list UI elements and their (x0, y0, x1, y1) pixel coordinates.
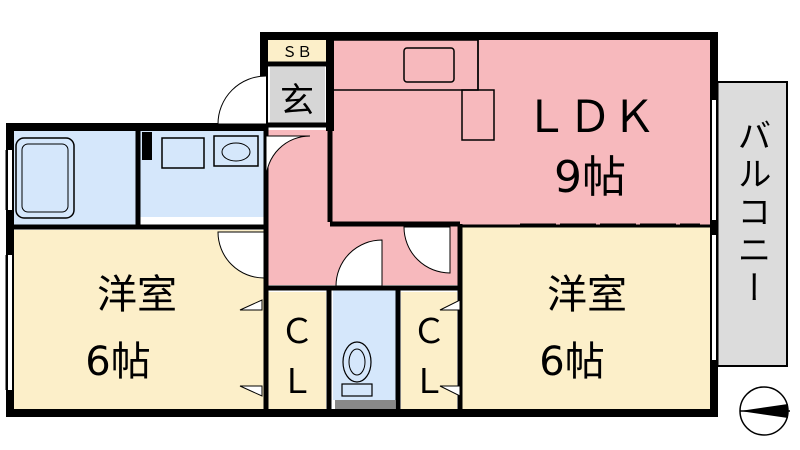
north-arrow-icon (739, 386, 790, 436)
closet-left-l: Ｌ (280, 362, 314, 402)
ldk-size: 9帖 (554, 152, 626, 203)
shoebox-label: ＳＢ (282, 43, 312, 61)
closet-right-area (401, 292, 457, 412)
western-room-left-area (10, 230, 264, 413)
door-swing-western-right (403, 226, 451, 274)
interior-walls (10, 61, 714, 413)
toilet-icon (341, 341, 373, 397)
closet-right-l: Ｌ (412, 362, 446, 402)
entrance-door (217, 75, 267, 125)
closet-left-area (268, 292, 326, 412)
western-right-name: 洋室 (547, 272, 627, 318)
genkan-area (270, 67, 325, 123)
washing-machine-icon (161, 137, 205, 169)
bathroom-area (10, 130, 136, 227)
bathtub-icon (15, 137, 75, 219)
western-left-size: 6帖 (85, 339, 150, 385)
door-swing-toilet (335, 239, 383, 287)
closet-left-c: Ｃ (280, 312, 314, 352)
shoebox-area (268, 36, 326, 64)
door-swing-western-left (217, 231, 265, 279)
balcony-label: バルコニー (731, 118, 771, 308)
western-left-name: 洋室 (97, 272, 177, 318)
western-room-right-area (460, 227, 714, 413)
balcony-area (714, 81, 788, 367)
door-swing-corridor (265, 135, 311, 181)
western-right-size: 6帖 (539, 339, 604, 385)
kitchen-sink-icon (403, 47, 455, 83)
ldk-name: ＬＤＫ (524, 92, 656, 143)
closet-right-c: Ｃ (412, 312, 446, 352)
washbasin-icon (213, 135, 259, 167)
genkan-label: 玄 (280, 81, 314, 121)
washroom-area (140, 130, 264, 217)
